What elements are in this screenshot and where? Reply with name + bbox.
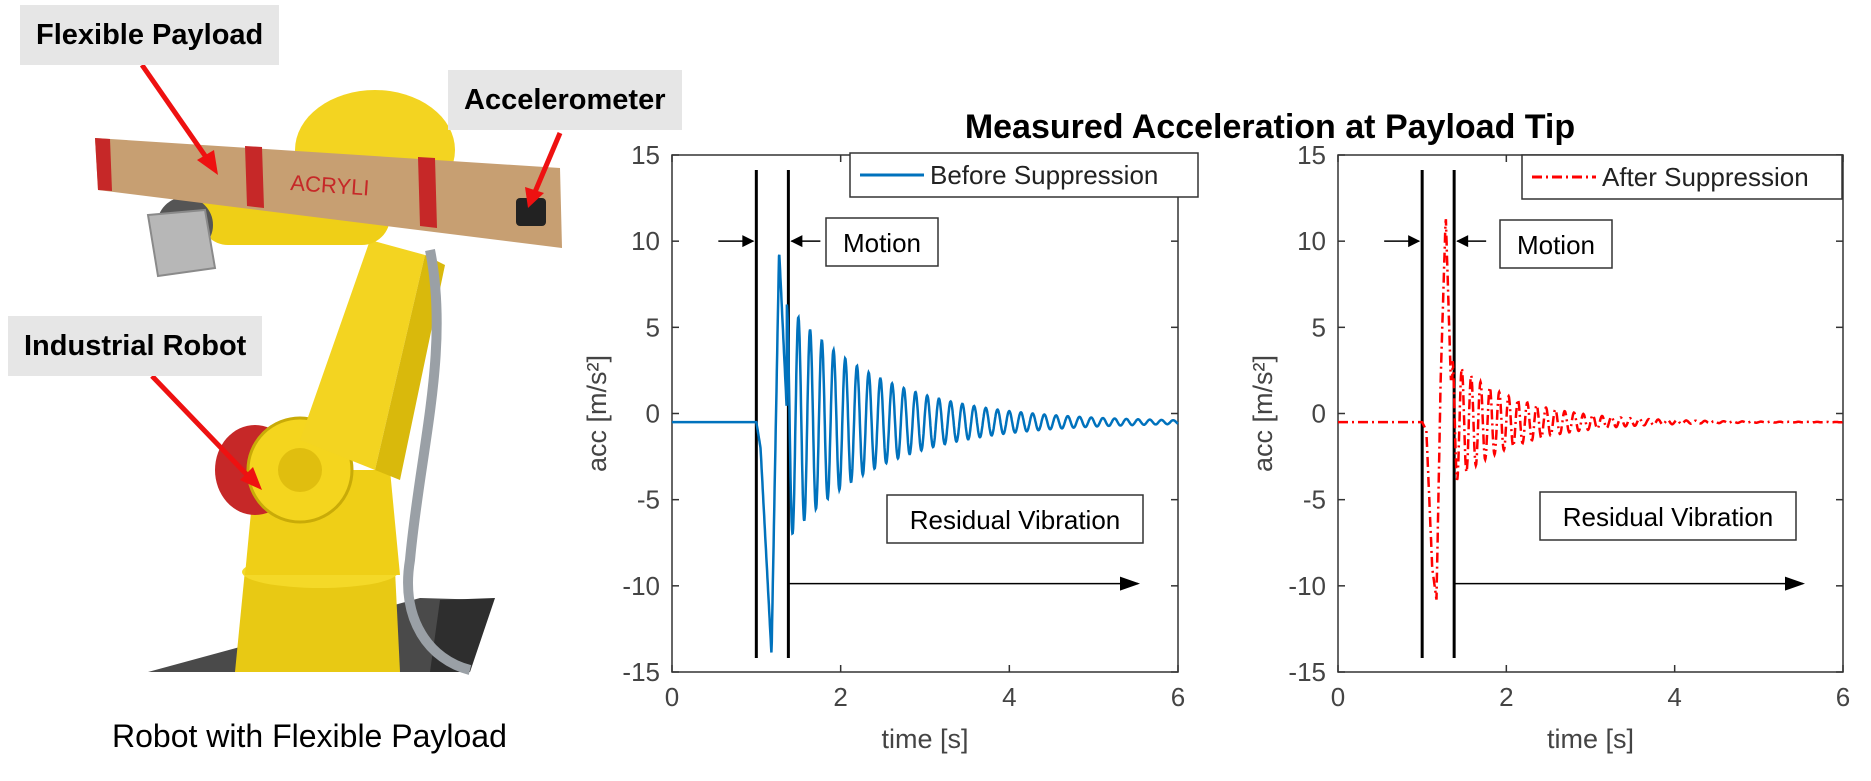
label-flexible-payload: Flexible Payload: [20, 5, 280, 65]
payload-arrow: [139, 63, 211, 162]
photo-caption: Robot with Flexible Payload: [112, 718, 507, 754]
motion-arrowhead-left: [742, 235, 755, 248]
motion-label: Motion: [1517, 230, 1595, 260]
residual-arrowhead: [1785, 576, 1805, 591]
payload-stripe: [95, 138, 112, 191]
robot-photo: ACRYLI: [95, 63, 563, 675]
legend-label: Before Suppression: [930, 160, 1158, 190]
label-industrial-robot: Industrial Robot: [8, 316, 263, 376]
x-tick-label: 0: [665, 682, 679, 712]
residual-label: Residual Vibration: [910, 505, 1121, 535]
y-axis-label: acc [m/s²]: [582, 355, 612, 472]
y-tick-label: -10: [622, 571, 660, 601]
y-tick-label: 15: [631, 140, 660, 170]
accelerometer-arrowhead: [525, 187, 544, 208]
y-axis-label: acc [m/s²]: [1248, 355, 1278, 472]
robot-end-effector: [146, 208, 217, 278]
robot-pedestal: [235, 570, 400, 672]
y-tick-label: 0: [1312, 399, 1326, 429]
robot-arrowhead: [240, 467, 262, 490]
payload-arrowhead: [197, 150, 218, 175]
payload-stripe: [418, 157, 437, 228]
x-tick-label: 2: [833, 682, 847, 712]
x-tick-label: 0: [1331, 682, 1345, 712]
series-line: [1338, 219, 1843, 600]
x-axis-label: time [s]: [881, 724, 968, 754]
y-tick-label: 15: [1297, 140, 1326, 170]
residual-label: Residual Vibration: [1563, 502, 1774, 532]
motion-label-box: [825, 217, 939, 267]
label-accelerometer: Accelerometer: [448, 70, 682, 130]
residual-label-box: [886, 494, 1144, 544]
robot-shoulder-hub: [278, 448, 322, 492]
robot-upper-arm: [300, 240, 425, 470]
y-tick-label: -5: [637, 485, 660, 515]
chart-before-suppression: 0 2 4 6 -15 -10 -5 0 5 10 15 time [s] acc [m/s²] Moti…: [582, 140, 1199, 754]
x-tick-label: 6: [1836, 682, 1850, 712]
y-tick-label: 5: [646, 312, 660, 342]
accelerometer-arrow: [532, 132, 563, 193]
robot-upper-arm-side: [375, 255, 445, 480]
x-axis-label: time [s]: [1547, 724, 1634, 754]
chart-after-suppression: 0 2 4 6 -15 -10 -5 0 5 10 15 time [s] acc [m/s²] Moti…: [1248, 140, 1850, 754]
y-tick-label: 10: [631, 226, 660, 256]
motion-arrowhead-right: [1456, 235, 1469, 248]
y-tick-label: -5: [1303, 485, 1326, 515]
y-tick-label: 10: [1297, 226, 1326, 256]
motion-arrowhead-left: [1408, 235, 1421, 248]
motion-label: Motion: [843, 228, 921, 258]
y-tick-label: -15: [622, 657, 660, 687]
robot-cable: [403, 249, 472, 675]
motion-arrowhead-right: [790, 235, 803, 248]
y-tick-label: 5: [1312, 312, 1326, 342]
payload-print: ACRYLI: [290, 170, 371, 200]
x-tick-label: 4: [1667, 682, 1681, 712]
residual-label-box: [1539, 491, 1797, 541]
robot-base-plate-shadow: [430, 598, 495, 672]
x-tick-label: 6: [1171, 682, 1185, 712]
x-tick-label: 4: [1002, 682, 1016, 712]
x-tick-label: 2: [1499, 682, 1513, 712]
series-line: [672, 254, 1179, 653]
accelerometer-sensor: [516, 198, 546, 226]
y-tick-label: -10: [1288, 571, 1326, 601]
legend-label: After Suppression: [1602, 162, 1809, 192]
residual-arrowhead: [1120, 576, 1140, 591]
y-tick-label: 0: [646, 399, 660, 429]
y-tick-label: -15: [1288, 657, 1326, 687]
payload-stripe: [245, 146, 264, 208]
motion-label-box: [1499, 219, 1613, 269]
figure-title: Measured Acceleration at Payload Tip: [965, 108, 1575, 146]
robot-arrow: [150, 374, 252, 480]
